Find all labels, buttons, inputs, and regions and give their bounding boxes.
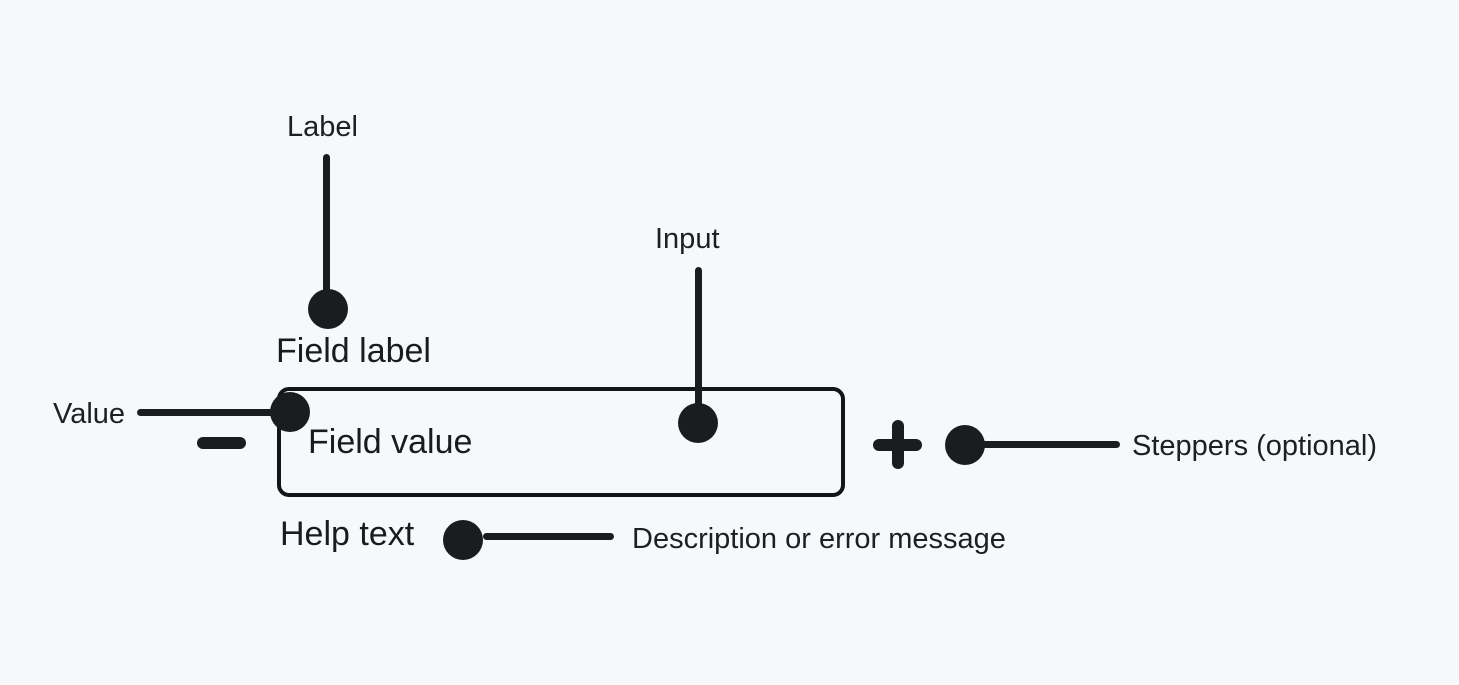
value-connector-line	[137, 409, 275, 416]
plus-icon	[873, 420, 922, 469]
input-field-box	[277, 387, 845, 497]
field-label-text: Field label	[276, 332, 431, 370]
minus-icon	[197, 437, 246, 449]
label-annotation-text: Label	[287, 111, 358, 143]
help-annotation-text: Description or error message	[632, 523, 1006, 555]
value-annotation-text: Value	[53, 398, 126, 430]
help-connector-line	[483, 533, 614, 540]
input-annotation-text: Input	[655, 223, 720, 255]
plus-icon-vertical-bar	[891, 420, 904, 469]
value-connector-dot	[270, 392, 310, 432]
label-connector-line	[323, 154, 330, 294]
field-value-text: Field value	[308, 423, 473, 461]
help-text: Help text	[280, 515, 415, 553]
input-connector-dot	[678, 403, 718, 443]
steppers-connector-line	[981, 441, 1120, 448]
help-connector-dot	[443, 520, 483, 560]
input-connector-line	[695, 267, 702, 409]
label-connector-dot	[308, 289, 348, 329]
steppers-connector-dot	[945, 425, 985, 465]
steppers-annotation-text: Steppers (optional)	[1132, 430, 1378, 462]
